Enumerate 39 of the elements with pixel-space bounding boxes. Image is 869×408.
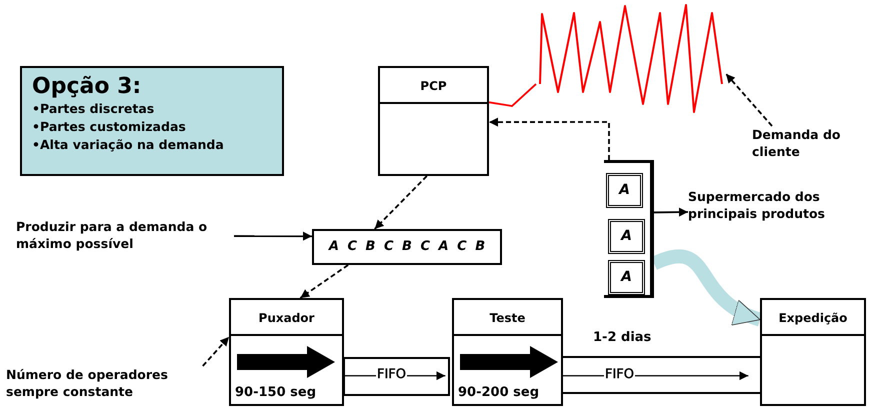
product-letter: A — [617, 181, 631, 200]
duration-label: 90-150 seg — [235, 385, 316, 400]
product-letter: A — [619, 227, 633, 246]
supermarket-rack — [604, 160, 654, 298]
arrow — [725, 73, 773, 127]
arrow — [489, 118, 610, 160]
bullet-item: •Partes discretas — [32, 100, 156, 118]
panel-title: Opção 3: — [32, 74, 142, 100]
product-box — [608, 260, 645, 295]
product-sequence: A C B C B C A C B — [327, 238, 486, 256]
bullet-item: •Partes customizadas — [32, 118, 187, 136]
box-title: PCP — [380, 68, 487, 104]
box-title: Expedição — [762, 300, 864, 336]
arrow — [202, 336, 230, 367]
info-panel — [20, 66, 284, 176]
callout-text: Número de operadores sempre constante — [6, 366, 169, 400]
arrow — [300, 264, 349, 299]
duration-label: 90-200 seg — [458, 385, 540, 400]
product-box — [608, 219, 645, 254]
bullet-item: •Alta variação na demanda — [32, 136, 225, 154]
box-title: Teste — [454, 300, 561, 336]
connector-line — [488, 83, 537, 107]
curved-arrow — [651, 249, 762, 326]
arrow — [654, 208, 688, 217]
process-box — [229, 298, 344, 406]
sequence-box — [312, 229, 502, 265]
callout-text: Produzir para a demanda o máximo possível — [16, 218, 208, 252]
box-title: Puxador — [231, 300, 342, 336]
process-box — [378, 66, 489, 176]
process-box — [452, 298, 563, 406]
callout-text: Demanda do cliente — [752, 126, 842, 160]
demand-wave-drawing — [536, 2, 726, 116]
callout-text: Supermercado dos principais produtos — [688, 188, 826, 222]
product-letter: A — [619, 268, 633, 287]
duration-label: 1-2 dias — [593, 330, 652, 345]
arrow — [374, 175, 428, 230]
arrow — [234, 232, 312, 241]
process-box — [760, 298, 866, 406]
product-box — [606, 173, 643, 208]
